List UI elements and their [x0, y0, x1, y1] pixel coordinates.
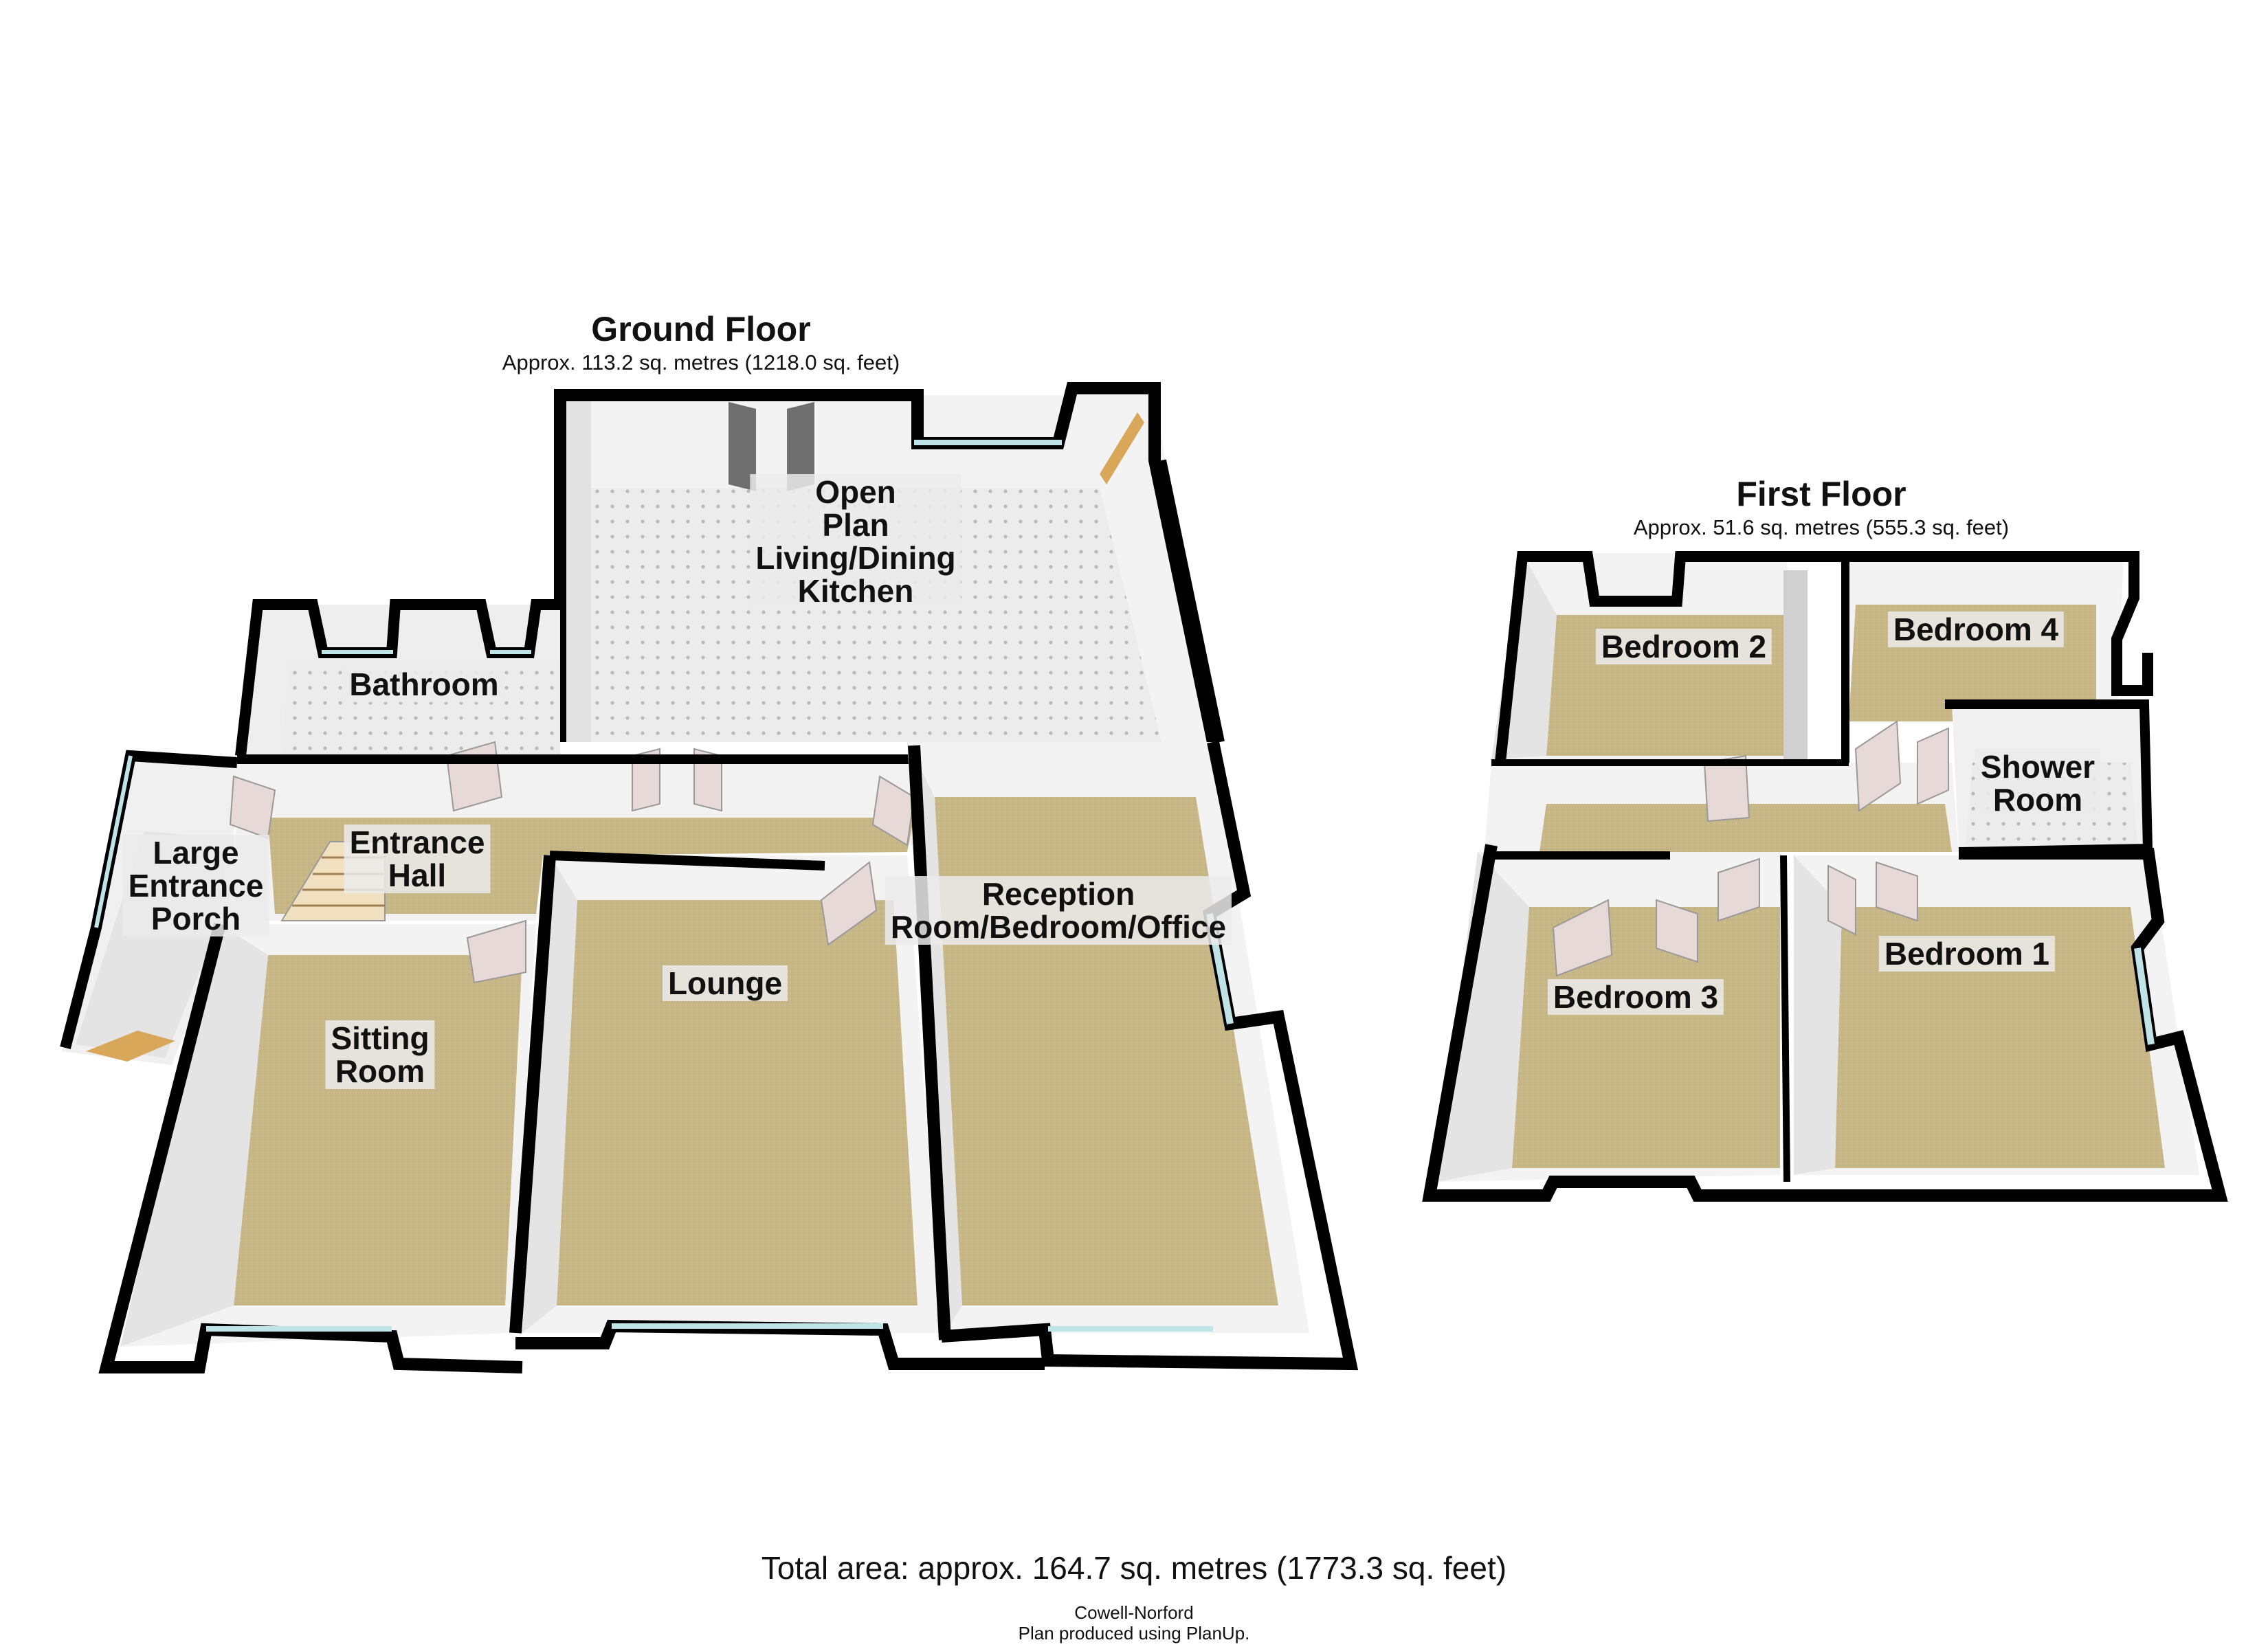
- room-label-bedroom-4: Bedroom 4: [1887, 612, 2065, 647]
- room-label-entrance-hall: Entrance Hall: [344, 824, 491, 893]
- ground-floor-title: Ground Floor: [591, 310, 811, 348]
- room-label-lounge: Lounge: [662, 965, 788, 1001]
- room-label-bedroom-1: Bedroom 1: [1878, 936, 2056, 972]
- room-label-bedroom-3: Bedroom 3: [1547, 979, 1724, 1015]
- credit-agent: Cowell-Norford: [1074, 1602, 1194, 1623]
- lounge-room: [509, 851, 1045, 1370]
- room-label-porch: Large Entrance Porch: [122, 835, 269, 936]
- bedroom-1-room: [1787, 847, 2228, 1202]
- ground-floor-area: Approx. 113.2 sq. metres (1218.0 sq. fee…: [502, 350, 900, 374]
- reception-room-room: [907, 741, 1359, 1371]
- first-floor-plan: [1422, 551, 2228, 1202]
- first-floor-title: First Floor: [1736, 475, 1906, 513]
- room-label-shower-room: Shower Room: [1975, 749, 2101, 818]
- room-label-bathroom: Bathroom: [344, 666, 504, 702]
- total-area: Total area: approx. 164.7 sq. metres (17…: [761, 1550, 1507, 1586]
- room-label-bedroom-2: Bedroom 2: [1595, 629, 1772, 664]
- room-label-sitting-room: Sitting Room: [325, 1020, 435, 1089]
- credit-tool: Plan produced using PlanUp.: [1018, 1623, 1250, 1644]
- room-label-open-plan: Open Plan Living/Dining Kitchen: [750, 474, 961, 609]
- first-floor-area: Approx. 51.6 sq. metres (555.3 sq. feet): [1633, 515, 2010, 539]
- room-label-reception: Reception Room/Bedroom/Office: [885, 876, 1232, 945]
- landing-area: [1485, 720, 1959, 852]
- bedroom-3-room: [1422, 844, 1790, 1202]
